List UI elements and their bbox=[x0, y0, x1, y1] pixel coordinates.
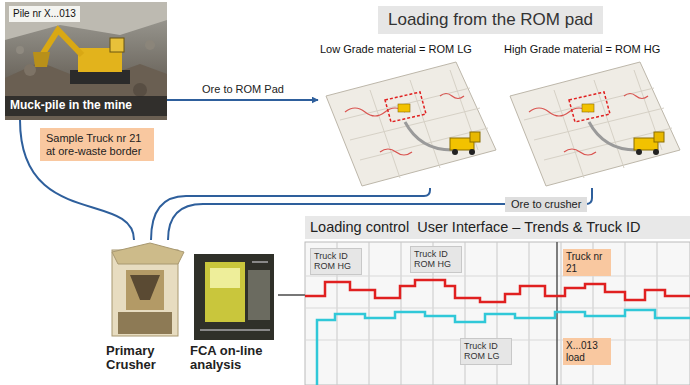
title-holder: Loading from the ROM pad bbox=[378, 6, 603, 34]
circle-shape bbox=[145, 40, 155, 50]
photo-caption: Muck-pile in the mine bbox=[5, 96, 167, 116]
pile-tag: Pile nr X...013 bbox=[9, 6, 80, 22]
truck-tag: Truck ID ROM LG bbox=[460, 338, 512, 365]
circle-shape bbox=[452, 149, 458, 155]
circle-shape bbox=[16, 46, 24, 54]
circle-shape bbox=[469, 149, 475, 155]
rect-shape bbox=[305, 242, 690, 385]
edge-label-holder: Ore to ROM Pad bbox=[199, 82, 287, 97]
rect-shape bbox=[205, 262, 245, 322]
rect-shape bbox=[398, 104, 410, 112]
truck-tag: Truck ID ROM HG bbox=[410, 246, 462, 273]
tag-text: Truck ID ROM HG bbox=[310, 248, 362, 275]
rect-shape bbox=[126, 270, 164, 310]
edge-label-holder: Ore to crusher bbox=[505, 197, 587, 212]
crusher-picture bbox=[112, 243, 184, 336]
rect-shape bbox=[110, 38, 124, 52]
polygon-shape bbox=[326, 62, 496, 186]
polygon-shape bbox=[385, 92, 426, 122]
g-shape bbox=[450, 132, 480, 155]
rect-shape bbox=[70, 70, 130, 84]
map-heading: Low Grade material = ROM LG bbox=[318, 42, 498, 57]
circle-shape bbox=[24, 64, 36, 76]
rect-shape bbox=[5, 2, 167, 120]
rect-shape bbox=[248, 270, 270, 320]
polygon-shape bbox=[33, 52, 50, 67]
polygon-shape bbox=[5, 2, 167, 40]
machine-label: FCA on-line analysis bbox=[190, 344, 278, 373]
pile-label: Pile nr X...013 bbox=[9, 6, 80, 22]
map-panel: High Grade material = ROM HG bbox=[502, 42, 686, 188]
chart-panel: Loading control User Interface – Trends … bbox=[305, 216, 690, 385]
path-shape bbox=[340, 70, 488, 178]
rect-shape bbox=[194, 254, 274, 340]
truck-tag: Truck ID ROM HG bbox=[310, 248, 362, 275]
photo-frame: Muck-pile in the mine Pile nr X...013 bbox=[5, 2, 167, 120]
rom-pad-map bbox=[326, 62, 496, 186]
truck-tag: X...013 load bbox=[563, 338, 611, 365]
truck-tag: Truck nr 21 bbox=[563, 249, 611, 276]
analyser-panel: FCA on-line analysis bbox=[190, 250, 278, 385]
rect-shape bbox=[118, 312, 172, 334]
path-shape bbox=[405, 122, 452, 150]
machine-label: Primary Crusher bbox=[106, 344, 186, 373]
crusher-panel: Primary Crusher bbox=[106, 240, 186, 385]
tag-text: Truck ID ROM LG bbox=[460, 338, 512, 365]
tag-text: Truck ID ROM HG bbox=[410, 246, 462, 273]
circle-shape bbox=[133, 83, 147, 97]
polyline-shape bbox=[317, 310, 690, 385]
rect-shape bbox=[210, 268, 240, 288]
tag-text: Truck nr 21 bbox=[563, 249, 611, 276]
chart-heading: Loading control User Interface – Trends … bbox=[305, 216, 690, 239]
polyline-shape bbox=[305, 280, 690, 302]
edge-label: Ore to ROM Pad bbox=[199, 82, 287, 97]
path-shape bbox=[345, 94, 464, 156]
note-text: Sample Truck nr 21 at ore-waste border bbox=[40, 128, 154, 161]
polygon-shape bbox=[112, 243, 184, 264]
flow-connector bbox=[167, 99, 318, 101]
mine-photo bbox=[5, 2, 167, 120]
trend-chart bbox=[305, 242, 690, 385]
sample-note: Sample Truck nr 21 at ore-waste border bbox=[40, 128, 154, 161]
rom-pad-map bbox=[510, 62, 680, 186]
polygon-shape bbox=[130, 275, 160, 300]
path-shape bbox=[556, 242, 558, 385]
diagram-title: Loading from the ROM pad bbox=[378, 6, 603, 34]
map-panel: Low Grade material = ROM LG bbox=[318, 42, 498, 188]
rect-shape bbox=[470, 132, 480, 142]
map-heading: High Grade material = ROM HG bbox=[502, 42, 686, 57]
edge-label: Ore to crusher bbox=[505, 197, 587, 212]
tag-text: X...013 load bbox=[563, 338, 611, 365]
polyline-shape bbox=[42, 30, 82, 55]
path-shape bbox=[305, 276, 690, 340]
path-shape bbox=[200, 262, 270, 330]
analyser-picture bbox=[194, 254, 274, 340]
flow-connector bbox=[278, 294, 305, 296]
